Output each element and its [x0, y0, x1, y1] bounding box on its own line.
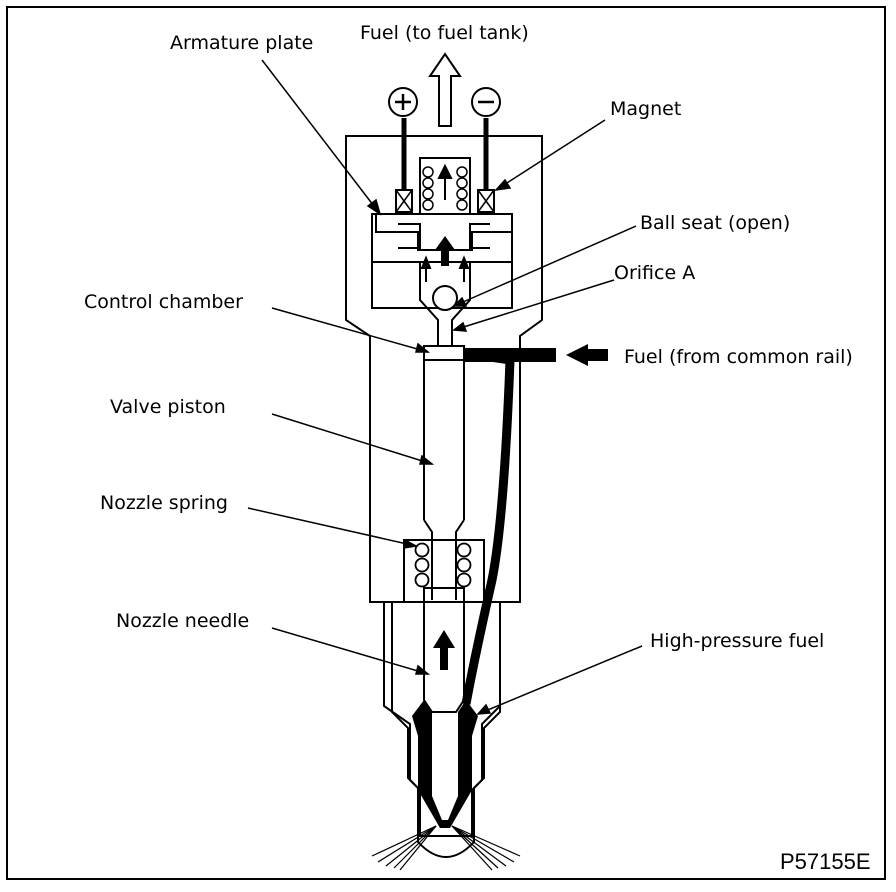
control-chamber: [423, 345, 465, 361]
label-nozzle-spring: Nozzle spring: [100, 492, 228, 514]
figure-code: P57155E: [780, 849, 871, 874]
high-pressure-passage: [461, 349, 515, 705]
label-ball-seat: Ball seat (open): [640, 212, 791, 234]
label-nozzle-needle: Nozzle needle: [116, 610, 250, 632]
label-orifice-a: Orifice A: [614, 262, 696, 284]
label-valve-piston: Valve piston: [110, 396, 226, 418]
label-magnet: Magnet: [610, 98, 682, 120]
nozzle-body: [383, 601, 501, 837]
label-fuel-from-rail: Fuel (from common rail): [624, 346, 853, 368]
label-high-pressure-fuel: High-pressure fuel: [650, 630, 825, 652]
label-armature-plate: Armature plate: [170, 32, 314, 54]
diagram-frame: [6, 6, 886, 880]
label-fuel-to-tank: Fuel (to fuel tank): [360, 22, 529, 44]
ball-valve: [432, 285, 458, 311]
label-control-chamber: Control chamber: [84, 291, 243, 313]
fuel-return-arrow: [428, 52, 462, 127]
